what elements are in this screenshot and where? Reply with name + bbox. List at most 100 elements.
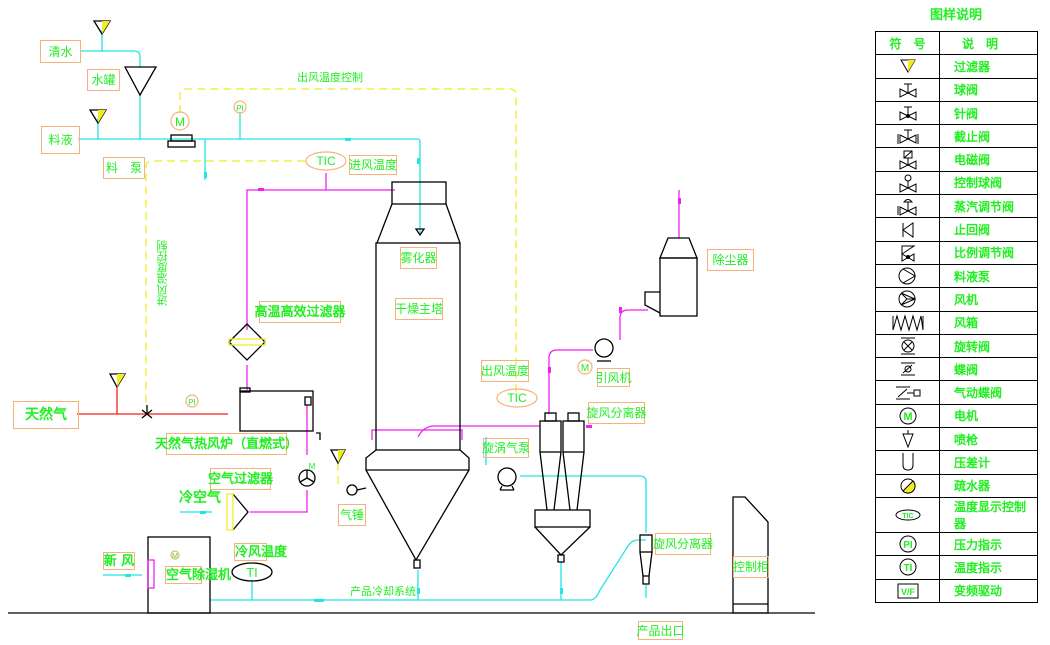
- label-outlet-temp: 出风温度: [481, 360, 529, 382]
- legend-header: 符 号 说 明: [875, 30, 1038, 56]
- label-inlet-temp-control: 进风温度控制: [156, 240, 169, 306]
- motor-dehum-text: M: [172, 553, 178, 560]
- legend-row: 截止阀: [875, 124, 1038, 149]
- label-cyclone-2: 旋风分离器: [653, 533, 713, 555]
- ti-cold-text: TI: [246, 565, 258, 580]
- instrument-bubbles: [170, 100, 593, 560]
- legend-desc: 压力指示: [939, 531, 1038, 557]
- label-feed-pump: 料 泵: [103, 157, 145, 179]
- feed-pump-body: [170, 134, 193, 142]
- legend-desc: 蝶阀: [939, 357, 1038, 382]
- legend-desc: 比例调节阀: [939, 240, 1038, 265]
- equipment: [88, 20, 769, 614]
- temp-controller-icon: TIC: [895, 509, 920, 521]
- motor-icon: M: [899, 407, 916, 425]
- induced-fan: [594, 338, 614, 358]
- pi-feed-text: PI: [236, 104, 244, 113]
- dust-collector: [659, 237, 698, 259]
- legend-desc: 压差计: [939, 450, 1038, 475]
- legend-row: 球阀: [875, 77, 1038, 102]
- tower-cone: [365, 469, 470, 562]
- legend-desc: 蒸汽调节阀: [939, 194, 1038, 219]
- legend-row: 针阀: [875, 100, 1038, 126]
- legend-row: 电磁阀: [875, 147, 1038, 172]
- legend-row: 疏水器: [875, 473, 1038, 498]
- legend-table: 符 号 说 明 过滤器 球阀 针阀 截止阀 电磁阀 控制球阀 蒸汽调节阀 止回阀…: [875, 30, 1038, 603]
- control-ball-valve-icon: [899, 174, 916, 193]
- legend-desc: 针阀: [939, 100, 1038, 126]
- motor-pump-text: M: [175, 115, 185, 129]
- label-main-tower: 干燥主塔: [395, 298, 443, 320]
- hepa-filter: [228, 323, 266, 361]
- legend-desc: 球阀: [939, 77, 1038, 102]
- svg-text:PI: PI: [903, 540, 913, 551]
- label-air-hammer: 气锤: [338, 504, 366, 526]
- label-vortex-pump: 旋涡气泵: [482, 438, 530, 458]
- legend-row: 压差计: [875, 450, 1038, 475]
- tic-inlet-text: TIC: [316, 154, 336, 168]
- label-cold-air-temp: 冷风温度: [234, 543, 288, 561]
- legend-row: PI 压力指示: [875, 531, 1038, 557]
- label-cold-air: 冷空气: [179, 490, 221, 506]
- svg-text:TIC: TIC: [902, 513, 913, 520]
- legend-header-symbol: 符 号: [875, 30, 940, 56]
- globe-valve-icon: [897, 129, 918, 145]
- label-fresh-air: 新 风: [103, 552, 135, 570]
- drying-tower: [375, 242, 461, 451]
- legend-row: 止回阀: [875, 217, 1038, 242]
- proportional-valve-icon: [901, 245, 916, 262]
- filter-icon: [899, 59, 916, 74]
- legend-desc: 电磁阀: [939, 147, 1038, 172]
- legend-header-desc: 说 明: [939, 30, 1038, 56]
- svg-text:M: M: [903, 411, 912, 423]
- label-water-tank: 水罐: [87, 69, 120, 91]
- control-cabinet: [732, 496, 769, 614]
- legend-title: 图样说明: [930, 8, 983, 23]
- svg-text:V/F: V/F: [900, 587, 915, 597]
- label-dehumidifier: 空气除湿机: [165, 566, 232, 584]
- legend-desc: 过滤器: [939, 54, 1038, 79]
- air-markers: [258, 188, 681, 428]
- ball-valve-icon: [899, 83, 916, 98]
- butterfly-valve-icon: [900, 362, 915, 376]
- legend-row: 蝶阀: [875, 357, 1038, 382]
- gas-heater: [239, 390, 314, 432]
- label-control-cabinet: 控制柜: [733, 556, 769, 578]
- temp-indicator-icon: TI: [899, 558, 916, 576]
- legend-desc: 料液泵: [939, 263, 1038, 289]
- label-clear-water: 清水: [40, 40, 81, 63]
- air-bellows-icon: [892, 313, 923, 332]
- label-hepa-filter: 高温高效过滤器: [255, 301, 346, 323]
- legend-row: 喷枪: [875, 427, 1038, 452]
- label-gas-heater: 天然气热风炉（直燃式）: [155, 433, 298, 455]
- label-feed-liquid: 料液: [41, 126, 80, 154]
- svg-text:TI: TI: [903, 563, 912, 574]
- needle-valve-icon: [899, 106, 916, 121]
- check-valve-icon: [901, 221, 913, 238]
- flow-markers: [125, 138, 563, 602]
- air-lines: [246, 173, 680, 513]
- legend-desc: 喷枪: [939, 427, 1038, 452]
- water-tank: [123, 66, 158, 97]
- air-hammer: [346, 484, 358, 496]
- air-filter: [232, 493, 249, 531]
- motor-fan-text: M: [581, 363, 589, 374]
- label-dust-collector: 除尘器: [707, 249, 754, 271]
- legend-row: 旋转阀: [875, 333, 1038, 359]
- steam-regulating-valve-icon: [897, 199, 916, 217]
- liquid-pump-icon: [898, 267, 916, 285]
- label-cyclone-1: 旋风分离器: [587, 402, 647, 424]
- label-product-cooling: 产品冷却系统: [350, 585, 416, 598]
- cyclone-hopper: [534, 509, 591, 528]
- legend-desc: 止回阀: [939, 217, 1038, 242]
- label-product-outlet: 产品出口: [637, 621, 685, 640]
- legend-row: 风箱: [875, 310, 1038, 335]
- differential-pressure-gauge-icon: [902, 453, 913, 471]
- pressure-indicator-icon: PI: [899, 535, 916, 553]
- label-induced-fan: 引风机: [596, 368, 632, 387]
- pi-gas-text: PI: [188, 398, 196, 407]
- legend-desc: 旋转阀: [939, 333, 1038, 359]
